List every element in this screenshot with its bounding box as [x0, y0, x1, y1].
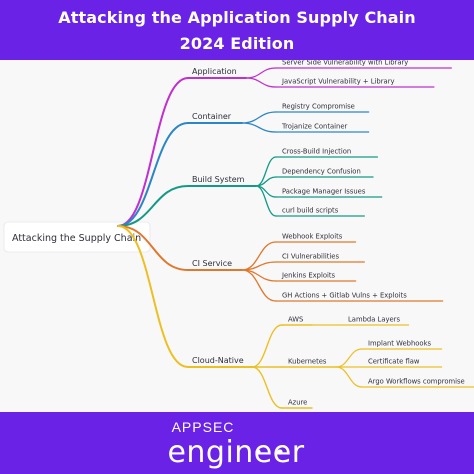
logo-eye-dot-1: [255, 449, 261, 455]
leaf-webhook-exploits: Webhook Exploits: [282, 233, 343, 241]
leaf-curl-build-scripts: curl build scripts: [282, 207, 339, 215]
root-node-label: Attacking the Supply Chain: [12, 233, 141, 244]
logo-eye-dot-2: [277, 449, 283, 455]
mindmap-canvas: Attacking the Supply Chain Application Ser…: [0, 60, 474, 412]
leaf-dependency-confusion: Dependency Confusion: [282, 168, 361, 176]
branch-cloud-native: Cloud-Native: [192, 356, 244, 365]
leaf-connector-server-side-vulnerability-with-library: [245, 67, 277, 79]
logo-bottom-text: engineer: [167, 435, 304, 470]
leaf-implant-webhooks: Implant Webhooks: [368, 340, 432, 348]
leaf-cross-build-injection: Cross-Build Injection: [282, 148, 351, 156]
appsec-engineer-logo: APPSEC engineer: [167, 419, 304, 470]
leaf-connector-argo-workflows-compromise: [335, 366, 363, 388]
leaf-jenkins-exploits: Jenkins Exploits: [281, 272, 336, 280]
leaf-connector-javascript-vulnerability-library: [245, 77, 277, 88]
leaf-connector-registry-compromise: [241, 111, 277, 124]
page-subtitle: 2024 Edition: [179, 34, 295, 53]
branch-ci-service: CI Service: [192, 259, 232, 268]
leaf-certificate-flaw: Certificate flaw: [368, 358, 420, 366]
header-banner: Attacking the Application Supply Chain 2…: [0, 0, 474, 60]
branch-connector-application: [117, 77, 189, 227]
sub-connector-aws: [251, 324, 283, 368]
sub-branch-aws: AWS: [288, 316, 303, 324]
page-title: Attacking the Application Supply Chain: [58, 8, 416, 27]
sub-branch-azure: Azure: [288, 399, 307, 407]
leaf-connector-gh-actions-gitlab-vulns-exploits: [241, 269, 277, 302]
sub-branch-kubernetes: Kubernetes: [288, 358, 327, 366]
leaf-package-manager-issues: Package Manager Issues: [282, 188, 366, 196]
leaf-registry-compromise: Registry Compromise: [282, 103, 355, 111]
leaf-gh-actions-gitlab-vulns-exploits: GH Actions + Gitlab Vulns + Exploits: [282, 292, 407, 300]
root-node: [3, 221, 151, 253]
branch-connector-container: [117, 122, 189, 227]
branch-build-system: Build System: [192, 175, 245, 184]
leaf-connector-trojanize-container: [241, 122, 277, 133]
branch-application: Application: [192, 67, 237, 76]
leaf-argo-workflows-compromise: Argo Workflows compromise: [368, 378, 465, 386]
leaf-javascript-vulnerability-library: JavaScript Vulnerability + Library: [281, 78, 395, 86]
logo-top-text: APPSEC: [172, 419, 235, 435]
mindmap: Attacking the Supply Chain Application Ser…: [3, 60, 474, 409]
leaf-lambda-layers: Lambda Layers: [348, 316, 400, 324]
branch-connector-cloud-native: [117, 225, 189, 368]
footer-banner: APPSEC engineer: [0, 412, 474, 474]
branch-connector-ci-service: [117, 225, 189, 271]
leaf-trojanize-container: Trojanize Container: [281, 123, 348, 131]
leaf-server-side-vulnerability-with-library: Server Side Vulnerability with Library: [282, 60, 408, 67]
sub-connector-azure: [251, 366, 283, 409]
branch-connector-build-system: [117, 185, 189, 227]
leaf-connector-implant-webhooks: [335, 348, 363, 368]
branch-container: Container: [192, 112, 232, 121]
leaf-connector-curl-build-scripts: [255, 185, 277, 217]
leaf-ci-vulnerabilities: CI Vulnerabilities: [282, 253, 339, 261]
